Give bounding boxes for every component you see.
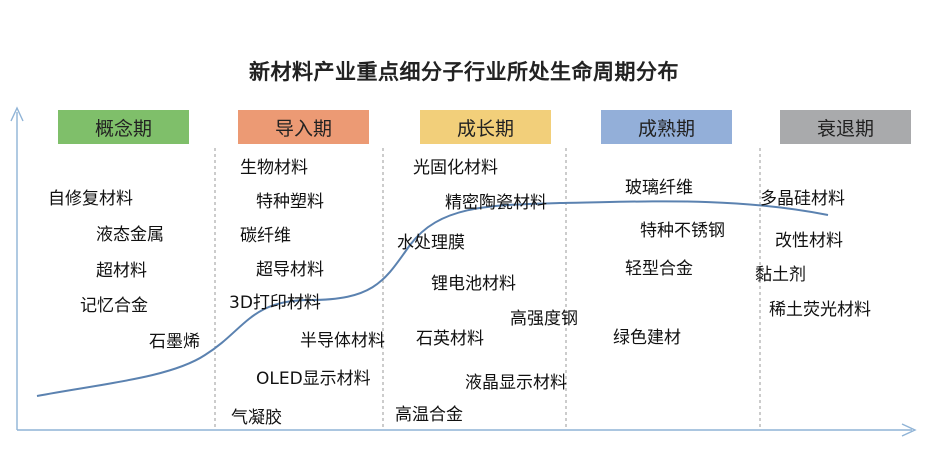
phase-label: 导入期 [274,117,332,140]
phase-concept: 概念期 [58,110,189,144]
material-label: OLED显示材料 [256,369,371,389]
material-label: 液态金属 [96,225,164,245]
phase-label: 衰退期 [816,117,874,140]
material-label: 超材料 [96,261,147,281]
material-label: 高温合金 [395,405,463,425]
phase-mature: 成熟期 [601,110,732,144]
material-label: 半导体材料 [300,331,385,351]
material-label: 轻型合金 [625,259,693,279]
material-label: 玻璃纤维 [625,178,693,198]
material-label: 绿色建材 [613,328,681,348]
material-label: 高强度钢 [510,309,578,329]
material-label: 石英材料 [416,329,484,349]
material-label: 锂电池材料 [431,274,516,294]
material-label: 记忆合金 [80,296,148,316]
material-label: 特种不锈钢 [640,221,725,241]
material-label: 多晶硅材料 [760,189,845,209]
material-label: 改性材料 [775,231,843,251]
material-label: 水处理膜 [397,233,465,253]
diagram-title: 新材料产业重点细分子行业所处生命周期分布 [249,60,679,84]
material-label: 气凝胶 [231,408,282,428]
y-axis-arrow [10,106,24,122]
material-label: 碳纤维 [240,226,291,246]
material-label: 黏土剂 [755,265,806,285]
phase-growth: 成长期 [420,110,551,144]
material-label: 石墨烯 [149,332,200,352]
material-label: 稀土荧光材料 [769,300,871,320]
material-label: 生物材料 [240,158,308,178]
phase-label: 成长期 [456,117,514,140]
phase-intro: 导入期 [238,110,369,144]
material-label: 液晶显示材料 [465,373,567,393]
material-label: 自修复材料 [48,189,133,209]
material-label: 特种塑料 [256,192,324,212]
x-axis-arrow [901,423,917,437]
material-label: 光固化材料 [413,158,498,178]
phase-label: 概念期 [94,117,152,140]
lifecycle-curve [36,200,829,397]
material-label: 超导材料 [256,260,324,280]
phase-decline: 衰退期 [780,110,911,144]
material-label: 3D打印材料 [229,293,321,313]
material-label: 精密陶瓷材料 [445,193,547,213]
phase-label: 成熟期 [637,117,695,140]
